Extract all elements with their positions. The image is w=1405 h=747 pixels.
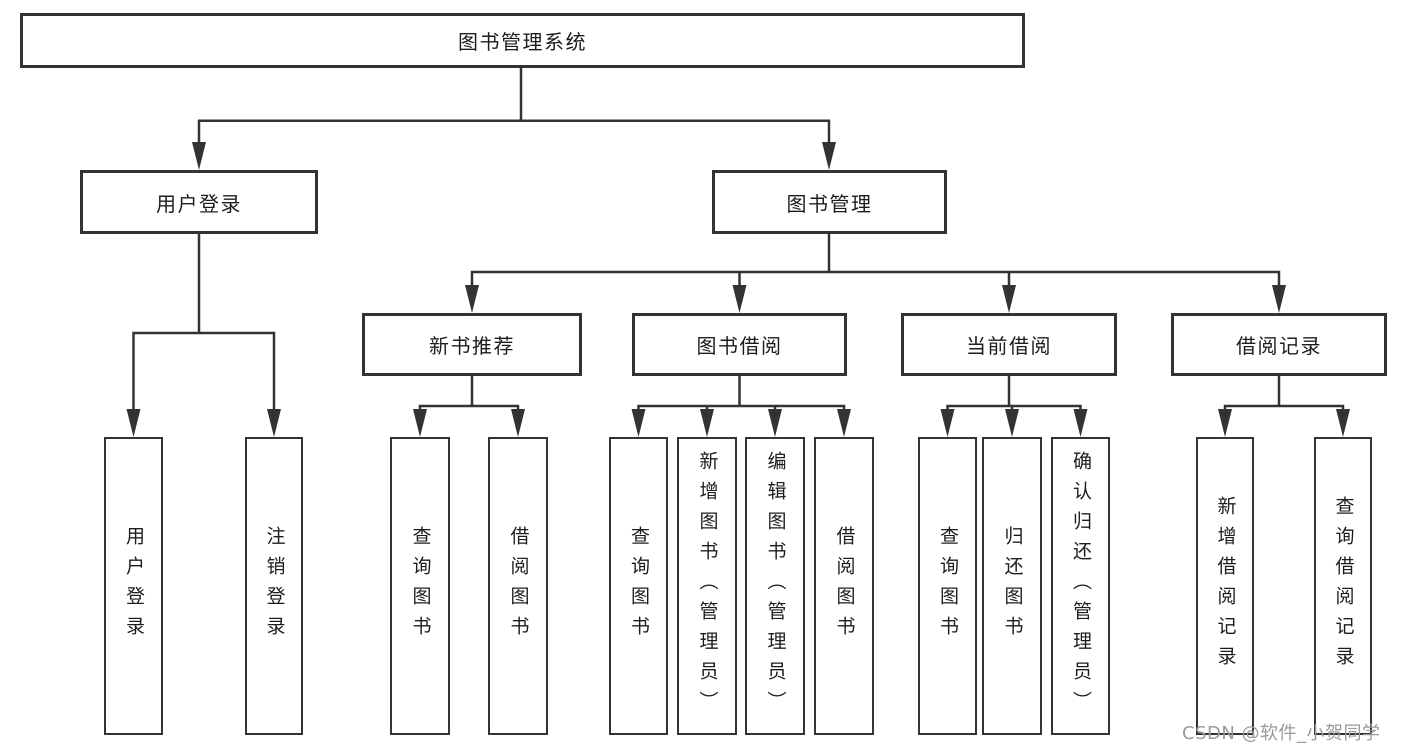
leaf-borrow-books-borrowing: 借阅图书	[814, 437, 874, 735]
leaf-add-books-admin: 新增图书（管理员）	[677, 437, 737, 735]
leaf-label: 新增借阅记录	[1214, 496, 1237, 676]
leaf-label: 用户登录	[123, 526, 145, 646]
leaf-confirm-return-admin: 确认归还（管理员）	[1051, 437, 1110, 735]
node-borrow-records: 借阅记录	[1171, 313, 1387, 376]
leaf-query-books-recommend: 查询图书	[390, 437, 450, 735]
node-label: 当前借阅	[966, 334, 1052, 358]
node-label: 新书推荐	[429, 334, 515, 358]
leaf-query-books-current: 查询图书	[918, 437, 977, 735]
node-user-login: 用户登录	[80, 170, 318, 234]
leaf-add-borrow-record: 新增借阅记录	[1196, 437, 1254, 735]
leaf-label: 归还图书	[1001, 526, 1024, 646]
node-label: 用户登录	[156, 191, 242, 216]
leaf-label: 新增图书（管理员）	[696, 451, 719, 721]
leaf-query-books-borrowing: 查询图书	[609, 437, 668, 735]
leaf-borrow-books-recommend: 借阅图书	[488, 437, 548, 735]
leaf-query-borrow-record: 查询借阅记录	[1314, 437, 1372, 735]
node-label: 借阅记录	[1236, 334, 1322, 358]
node-label: 图书管理系统	[458, 30, 587, 54]
leaf-label: 查询图书	[409, 526, 432, 646]
leaf-label: 确认归还（管理员）	[1070, 451, 1092, 721]
node-book-management: 图书管理	[712, 170, 947, 234]
leaf-logout: 注销登录	[245, 437, 303, 735]
leaf-return-books: 归还图书	[982, 437, 1042, 735]
leaf-label: 注销登录	[263, 526, 286, 646]
leaf-user-login: 用户登录	[104, 437, 163, 735]
leaf-label: 编辑图书（管理员）	[764, 451, 787, 721]
node-label: 图书借阅	[696, 334, 783, 358]
node-current-borrowing: 当前借阅	[901, 313, 1117, 376]
leaf-edit-books-admin: 编辑图书（管理员）	[745, 437, 805, 735]
node-book-borrowing: 图书借阅	[632, 313, 847, 376]
node-library-system: 图书管理系统	[20, 13, 1025, 68]
leaf-label: 查询借阅记录	[1332, 496, 1355, 676]
leaf-label: 查询图书	[628, 526, 650, 646]
node-new-book-recommend: 新书推荐	[362, 313, 582, 376]
leaf-label: 查询图书	[937, 526, 959, 646]
csdn-watermark: CSDN @软件_小贺同学	[1182, 723, 1381, 744]
leaf-label: 借阅图书	[507, 526, 530, 646]
leaf-label: 借阅图书	[833, 526, 856, 646]
node-label: 图书管理	[786, 191, 873, 216]
